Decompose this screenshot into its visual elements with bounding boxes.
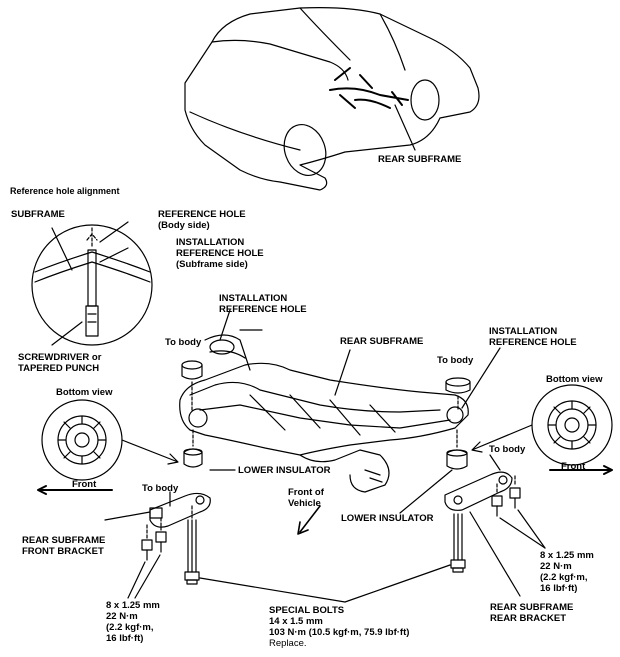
upper-insulator-left [181, 360, 203, 380]
front-bracket-label-1: REAR SUBFRAME [22, 535, 106, 546]
to-body-front-bracket-label: To body [142, 483, 179, 494]
spec-left-line-3: (2.2 kgf·m, [106, 622, 154, 633]
bolt-rear-1 [491, 495, 503, 517]
special-bolts-line-3: 103 N·m (10.5 kgf·m, 75.9 lbf·ft) [269, 627, 410, 638]
rear-bracket-label-1: REAR SUBFRAME [490, 602, 574, 613]
bottom-view-left [41, 399, 123, 481]
upper-insulator-right [445, 377, 471, 394]
subframe-body [179, 329, 469, 493]
inst-ref-center-leader [219, 309, 231, 341]
ref-hole-alignment-label: Reference hole alignment [10, 186, 120, 196]
screwdriver-label-1: SCREWDRIVER or [18, 352, 102, 363]
front-bracket [149, 492, 211, 528]
front-of-vehicle-label-1: Front of [288, 487, 324, 498]
bottom-view-left-label: Bottom view [56, 387, 113, 398]
spec-right-line-3: (2.2 kgf·m, [540, 572, 588, 583]
special-bolts-leaders [199, 564, 451, 603]
special-bolts-line-2: 14 x 1.5 mm [269, 616, 323, 627]
rear-bracket-label-2: REAR BRACKET [490, 613, 566, 624]
lower-insulator-right-label: LOWER INSULATOR [341, 513, 434, 524]
front-arrow-left [37, 485, 113, 495]
special-bolt-front [184, 519, 200, 585]
rear-subframe-top-label: REAR SUBFRAME [378, 154, 462, 165]
screwdriver-label-2: TAPERED PUNCH [18, 363, 100, 374]
bottom-view-right-pointer [471, 424, 533, 453]
bolt-front-1 [141, 539, 153, 561]
vehicle-subframe-sketch [329, 67, 409, 109]
bottom-view-left-pointer [121, 439, 179, 465]
spec-right-line-1: 8 x 1.25 mm [540, 550, 594, 561]
to-body-right-label: To body [437, 355, 474, 366]
spec-right-line-2: 22 N·m [540, 561, 572, 572]
front-bracket-label-2: FRONT BRACKET [22, 546, 104, 557]
spec-left-line-2: 22 N·m [106, 611, 138, 622]
bottom-view-right-label: Bottom view [546, 374, 603, 385]
inst-ref-right-label-2: REFERENCE HOLE [489, 337, 577, 348]
front-right-label: Front [561, 461, 586, 472]
to-body-rear-bracket-label: To body [489, 444, 526, 455]
special-bolts-replace: Replace. [269, 638, 307, 649]
inst-ref-center-label-1: INSTALLATION [219, 293, 288, 304]
front-left-label: Front [72, 479, 97, 490]
bolt-rear-2 [509, 487, 521, 509]
front-of-vehicle-label-2: Vehicle [288, 498, 321, 509]
lower-insulator-right-part [446, 449, 468, 470]
installation-ref-hole-label-2: REFERENCE HOLE [176, 248, 264, 259]
subframe-label: SUBFRAME [11, 209, 65, 220]
spec-right-line-4: 16 lbf·ft) [540, 583, 578, 594]
bottom-view-right [531, 384, 613, 466]
inst-ref-center-label-2: REFERENCE HOLE [219, 304, 307, 315]
special-bolts-line-1: SPECIAL BOLTS [269, 605, 345, 616]
rear-subframe-center-leader [334, 349, 351, 396]
spec-left-line-4: 16 lbf·ft) [106, 633, 144, 644]
lower-insulator-left-label: LOWER INSULATOR [238, 465, 331, 476]
installation-ref-hole-label-1: INSTALLATION [176, 237, 245, 248]
rear-bracket [444, 471, 513, 511]
front-arrow-right [549, 465, 613, 475]
inst-ref-right-label-1: INSTALLATION [489, 326, 558, 337]
installation-ref-hole-side-label: (Subframe side) [176, 259, 248, 270]
front-of-vehicle-arrow [297, 505, 321, 535]
reference-hole-label: REFERENCE HOLE [158, 209, 246, 220]
reference-hole-detail [31, 221, 153, 346]
rear-subframe-center-label: REAR SUBFRAME [340, 336, 424, 347]
special-bolt-rear [450, 513, 466, 573]
bolt-front-2 [155, 531, 167, 553]
lower-insulator-left-part [183, 448, 203, 468]
spec-left-line-1: 8 x 1.25 mm [106, 600, 160, 611]
inst-ref-right-leader [461, 347, 501, 409]
reference-hole-side-label: (Body side) [158, 220, 210, 231]
rear-subframe-top-leader [394, 104, 416, 151]
to-body-left-label: To body [165, 337, 202, 348]
vehicle-outline [184, 7, 480, 191]
